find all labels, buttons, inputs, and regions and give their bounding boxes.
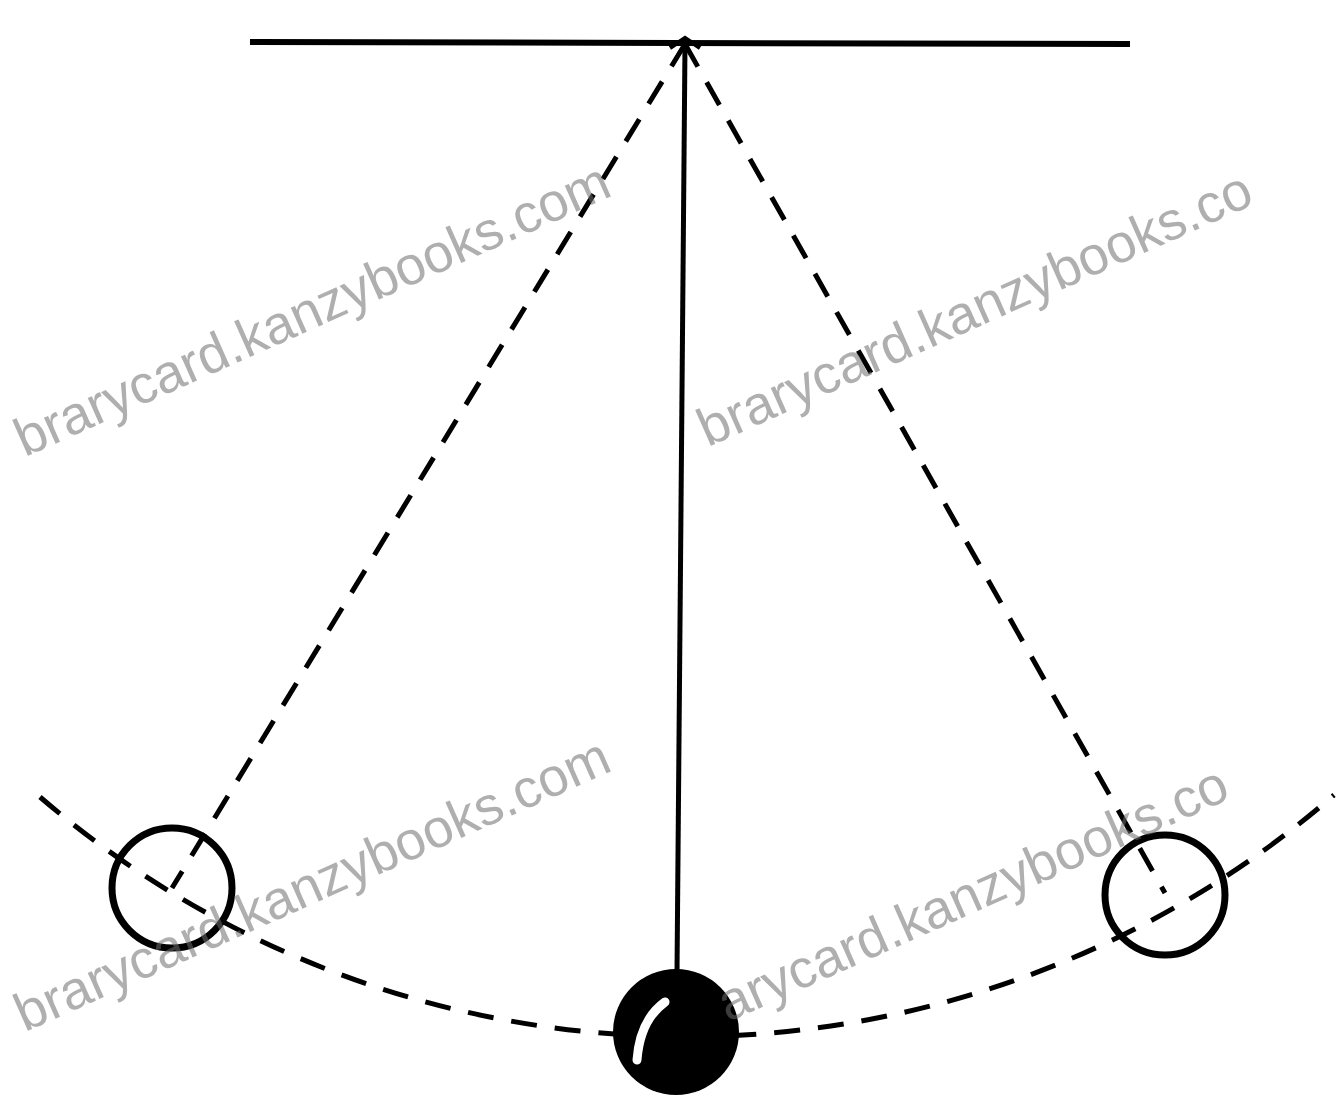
watermark: brarycard.kanzybooks.com	[5, 725, 619, 1042]
dashed-string-right	[685, 44, 1165, 893]
string	[677, 44, 685, 972]
bob-highlight	[637, 1002, 665, 1060]
watermark: arycard.kanzybooks.co	[708, 753, 1237, 1032]
